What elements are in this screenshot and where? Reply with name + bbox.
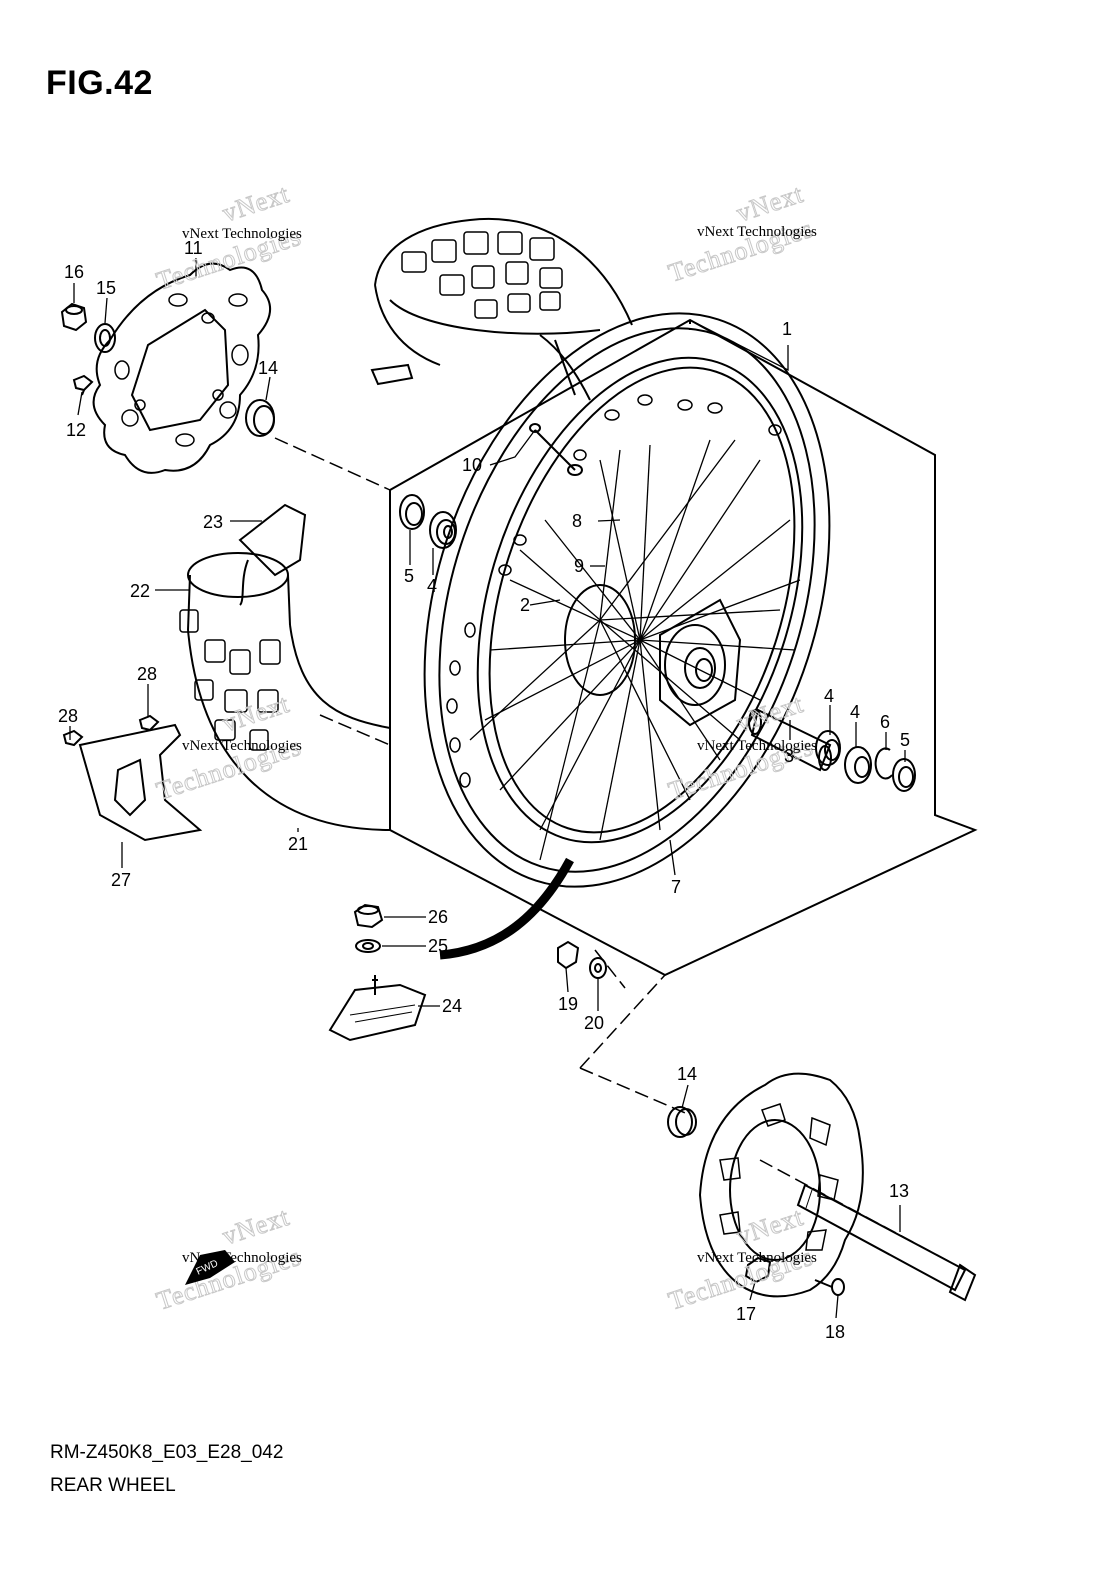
svg-text:vNext: vNext (733, 689, 807, 738)
svg-text:vNext Technologies: vNext Technologies (697, 738, 817, 754)
svg-text:vNext: vNext (219, 1202, 293, 1251)
callout-20: 20 (584, 1013, 604, 1033)
callout-28-upper: 28 (137, 664, 157, 684)
callout-5-right: 5 (900, 730, 910, 750)
disc-spacer (245, 399, 275, 437)
model-code: RM-Z450K8_E03_E28_042 (50, 1442, 284, 1463)
sprocket-bolt (814, 1278, 845, 1296)
figure-title: FIG.42 (46, 64, 153, 102)
callout-5-left: 5 (404, 566, 414, 586)
callout-1: 1 (782, 319, 792, 339)
svg-text:vNext Technologies: vNext Technologies (182, 738, 302, 754)
rear-tire (370, 218, 633, 401)
left-oil-seal (399, 494, 425, 530)
callout-25: 25 (428, 936, 448, 956)
callout-26: 26 (428, 907, 448, 927)
svg-text:vNext Technologies: vNext Technologies (697, 1250, 817, 1266)
guard-bolt-a (138, 714, 160, 732)
right-bearing-outer (844, 746, 872, 784)
sprocket-nut (744, 1256, 772, 1284)
valve-nut (353, 903, 384, 929)
svg-text:vNext Technologies: vNext Technologies (182, 226, 302, 242)
callout-4-inner: 4 (824, 686, 834, 706)
rear-axle (796, 1183, 977, 1302)
callout-13: 13 (889, 1181, 909, 1201)
valve-washer (355, 939, 381, 953)
rim-band (238, 503, 307, 606)
rim-lock (529, 423, 583, 476)
callout-16: 16 (64, 262, 84, 282)
rim-lock-nut (557, 940, 580, 970)
callout-2: 2 (520, 595, 530, 615)
svg-text:vNext: vNext (219, 179, 293, 228)
callout-10: 10 (462, 455, 482, 475)
disc-bolt (72, 374, 94, 396)
disc-washer (94, 323, 116, 353)
callout-24: 24 (442, 996, 462, 1016)
callout-19: 19 (558, 994, 578, 1014)
inner-tube (179, 552, 391, 831)
callout-4-left: 4 (427, 576, 437, 596)
callout-15: 15 (96, 278, 116, 298)
callout-18: 18 (825, 1322, 845, 1342)
brake-disc (92, 262, 271, 474)
disc-guard (78, 723, 203, 842)
callout-14-disc: 14 (258, 358, 278, 378)
callout-27: 27 (111, 870, 131, 890)
callout-6: 6 (880, 712, 890, 732)
callout-17: 17 (736, 1304, 756, 1324)
rim-lock-washer (589, 957, 607, 979)
callout-23: 23 (203, 512, 223, 532)
tube-valve-cap (439, 857, 574, 960)
callout-28-lower: 28 (58, 706, 78, 726)
callout-numbers: 1 2 3 4 4 4 5 5 6 7 8 9 10 11 12 13 14 1… (58, 238, 910, 1342)
left-bearing (429, 511, 457, 549)
svg-text:vNext Technologies: vNext Technologies (697, 224, 817, 240)
guard-bolt-b (62, 729, 84, 747)
disc-nut (60, 302, 88, 332)
callout-8: 8 (572, 511, 582, 531)
right-bearing-inner (815, 730, 841, 766)
rim-lock-assembly (328, 975, 427, 1042)
callout-14-sprocket: 14 (677, 1064, 697, 1084)
spokes (469, 439, 801, 861)
right-oil-seal (892, 758, 916, 792)
callout-12: 12 (66, 420, 86, 440)
callout-11: 11 (184, 238, 203, 258)
callout-4-outer: 4 (850, 702, 860, 722)
callout-22: 22 (130, 581, 150, 601)
callout-3: 3 (784, 746, 794, 766)
svg-text:vNext: vNext (733, 1202, 807, 1251)
front-arrow-icon: FWD (185, 1250, 235, 1285)
callout-9: 9 (574, 556, 584, 576)
figure-caption: REAR WHEEL (50, 1475, 176, 1496)
watermark-group: vNext Technologies vNext Technologies vN… (152, 178, 817, 1316)
callout-7: 7 (671, 877, 681, 897)
circlip (874, 747, 893, 780)
callout-21: 21 (288, 834, 308, 854)
rear-hub (564, 584, 742, 727)
rear-wheel-rim (423, 312, 831, 888)
sprocket-spacer (667, 1106, 697, 1138)
